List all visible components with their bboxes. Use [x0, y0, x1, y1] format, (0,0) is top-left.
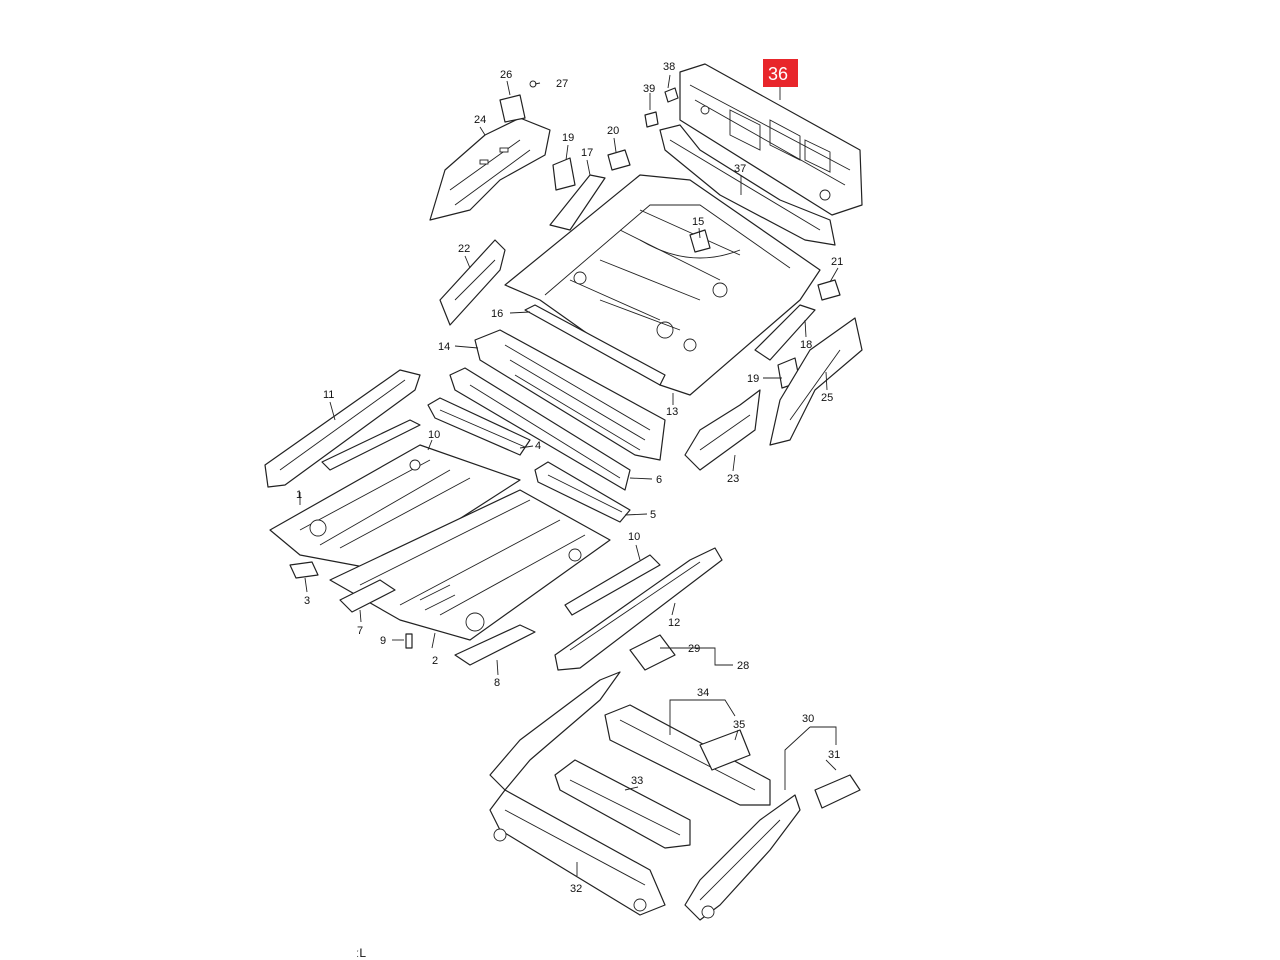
- highlighted-callout-36[interactable]: 36: [763, 59, 798, 87]
- leader-lines: [299, 74, 839, 876]
- callout-14[interactable]: 14: [438, 341, 450, 353]
- callout-19a[interactable]: 19: [562, 132, 574, 144]
- bar-part-16[interactable]: [524, 304, 666, 386]
- bracket-part-35[interactable]: [699, 729, 751, 771]
- callout-9[interactable]: 9: [380, 635, 386, 647]
- callout-10b[interactable]: 10: [628, 531, 640, 543]
- cross-member-part-14[interactable]: [474, 329, 666, 461]
- bracket-part-18[interactable]: [754, 304, 816, 361]
- callout-17[interactable]: 17: [581, 147, 593, 159]
- callout-27[interactable]: 27: [556, 78, 568, 90]
- clip-part-21[interactable]: [817, 279, 841, 301]
- front-floor-part-2[interactable]: [329, 489, 611, 641]
- callout-labels: 1 2 3 4 5 6 7 8 9 10 10 11 12 13 14 15 1…: [296, 61, 843, 895]
- callout-34[interactable]: 34: [697, 687, 709, 699]
- callout-29[interactable]: 29: [688, 643, 700, 655]
- callout-12[interactable]: 12: [668, 617, 680, 629]
- rear-panel-part[interactable]: [679, 63, 863, 216]
- callout-7[interactable]: 7: [357, 625, 363, 637]
- bracket-part-17[interactable]: [549, 174, 606, 231]
- member-part-33[interactable]: [554, 759, 691, 849]
- wheelhouse-part-25[interactable]: [769, 317, 863, 446]
- member-part-6-group[interactable]: [449, 367, 631, 491]
- rail-part-10b[interactable]: [564, 554, 661, 616]
- callout-2[interactable]: 2: [432, 655, 438, 667]
- callout-19b[interactable]: 19: [747, 373, 759, 385]
- callout-6[interactable]: 6: [656, 474, 662, 486]
- callout-25[interactable]: 25: [821, 392, 833, 404]
- callout-22[interactable]: 22: [458, 243, 470, 255]
- rail-part-10a[interactable]: [321, 419, 421, 471]
- bolt-part-38[interactable]: [664, 87, 679, 103]
- callout-26[interactable]: 26: [500, 69, 512, 81]
- rail-part-8[interactable]: [454, 624, 536, 666]
- bracket-part-3[interactable]: [289, 561, 319, 579]
- bracket-part-19a[interactable]: [552, 157, 576, 191]
- reinforcement-part-7[interactable]: [339, 579, 396, 613]
- rear-side-member-part-32[interactable]: [489, 671, 666, 916]
- callout-30[interactable]: 30: [802, 713, 814, 725]
- bracket-part-31[interactable]: [814, 774, 861, 809]
- callout-3[interactable]: 3: [304, 595, 310, 607]
- callout-1[interactable]: 1: [296, 489, 302, 501]
- callout-35[interactable]: 35: [733, 719, 745, 731]
- highlighted-callout-label: 36: [768, 64, 788, 84]
- callout-20[interactable]: 20: [607, 125, 619, 137]
- wheelhouse-part-23[interactable]: [684, 389, 761, 471]
- panel-part-22[interactable]: [439, 239, 506, 326]
- rear-floor-pan-part[interactable]: [504, 174, 821, 396]
- side-sill-part-12[interactable]: [554, 547, 723, 671]
- callout-5[interactable]: 5: [650, 509, 656, 521]
- side-sill-part-11[interactable]: [264, 369, 421, 488]
- callout-13[interactable]: 13: [666, 406, 678, 418]
- bracket-part-29[interactable]: [629, 634, 676, 671]
- callout-10a[interactable]: 10: [428, 429, 440, 441]
- nut-part-39[interactable]: [644, 111, 659, 128]
- bracket-part-26[interactable]: [499, 94, 526, 123]
- callout-11[interactable]: 11: [323, 389, 334, 401]
- callout-28[interactable]: 28: [737, 660, 749, 672]
- callout-33[interactable]: 33: [631, 775, 643, 787]
- callout-18[interactable]: 18: [800, 339, 812, 351]
- callout-24[interactable]: 24: [474, 114, 486, 126]
- callout-21[interactable]: 21: [831, 256, 843, 268]
- callout-31[interactable]: 31: [828, 749, 840, 761]
- callout-23[interactable]: 23: [727, 473, 739, 485]
- callout-38[interactable]: 38: [663, 61, 675, 73]
- rear-cross-member-part[interactable]: [659, 124, 836, 246]
- wheelhouse-part-24[interactable]: [429, 117, 551, 221]
- callout-39[interactable]: 39: [643, 83, 655, 95]
- clip-part-20[interactable]: [607, 149, 631, 171]
- callout-16[interactable]: 16: [491, 308, 503, 320]
- member-part-5[interactable]: [534, 461, 631, 523]
- callout-8[interactable]: 8: [494, 677, 500, 689]
- footer-fragment: ːL: [356, 946, 366, 960]
- bracket-part-15[interactable]: [689, 229, 711, 253]
- callout-32[interactable]: 32: [570, 883, 582, 895]
- bolt-part-9[interactable]: [405, 633, 413, 649]
- callout-15[interactable]: 15: [692, 216, 704, 228]
- member-part-34[interactable]: [604, 704, 771, 806]
- rear-side-member-part-30[interactable]: [684, 794, 801, 921]
- callout-4[interactable]: 4: [535, 440, 541, 452]
- callout-37[interactable]: 37: [734, 163, 746, 175]
